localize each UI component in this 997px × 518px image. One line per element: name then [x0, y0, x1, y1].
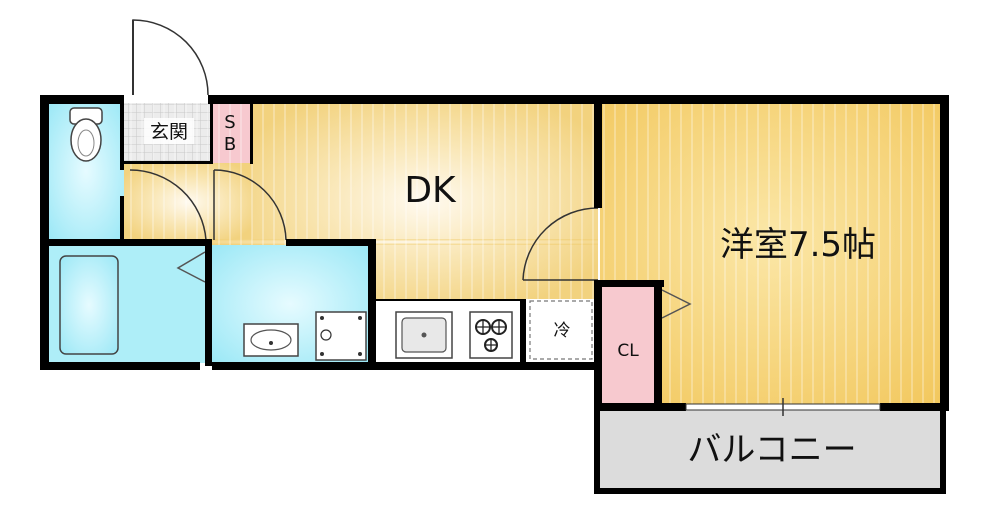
bath-door — [176, 251, 206, 283]
bathtub-icon — [59, 255, 119, 355]
labels: 玄関 S B DK 洋室7.5帖 冷 CL バルコニー — [144, 112, 876, 470]
balcony-window — [685, 398, 881, 416]
balcony-label: バルコニー — [687, 430, 856, 470]
washroom-door-swing — [213, 169, 287, 241]
western-door-swing — [522, 207, 599, 281]
toilet-icon — [69, 107, 103, 162]
fixtures — [59, 107, 593, 361]
western-room-label: 洋室7.5帖 — [720, 225, 876, 265]
fridge-space — [529, 300, 593, 360]
closet-floor — [602, 287, 654, 403]
balcony-floor — [600, 410, 940, 490]
toilet-door-swing — [129, 169, 207, 241]
walls — [40, 95, 949, 494]
shoe-box-label-b: B — [224, 134, 236, 155]
entrance-label-bg — [144, 118, 194, 144]
closet-label: CL — [617, 341, 639, 361]
shoe-box-label-s: S — [224, 112, 235, 133]
closet-door — [661, 289, 692, 319]
dk-label: DK — [404, 170, 457, 211]
front-door-swing — [132, 19, 209, 96]
wash-basin-icon — [243, 323, 299, 357]
kitchen-sink-icon — [395, 311, 453, 359]
doors — [129, 19, 692, 319]
entrance-label: 玄関 — [150, 121, 188, 143]
fridge-label: 冷 — [554, 321, 571, 341]
washing-machine-icon — [315, 311, 367, 361]
floors — [48, 103, 940, 490]
stove-icon — [469, 311, 513, 359]
